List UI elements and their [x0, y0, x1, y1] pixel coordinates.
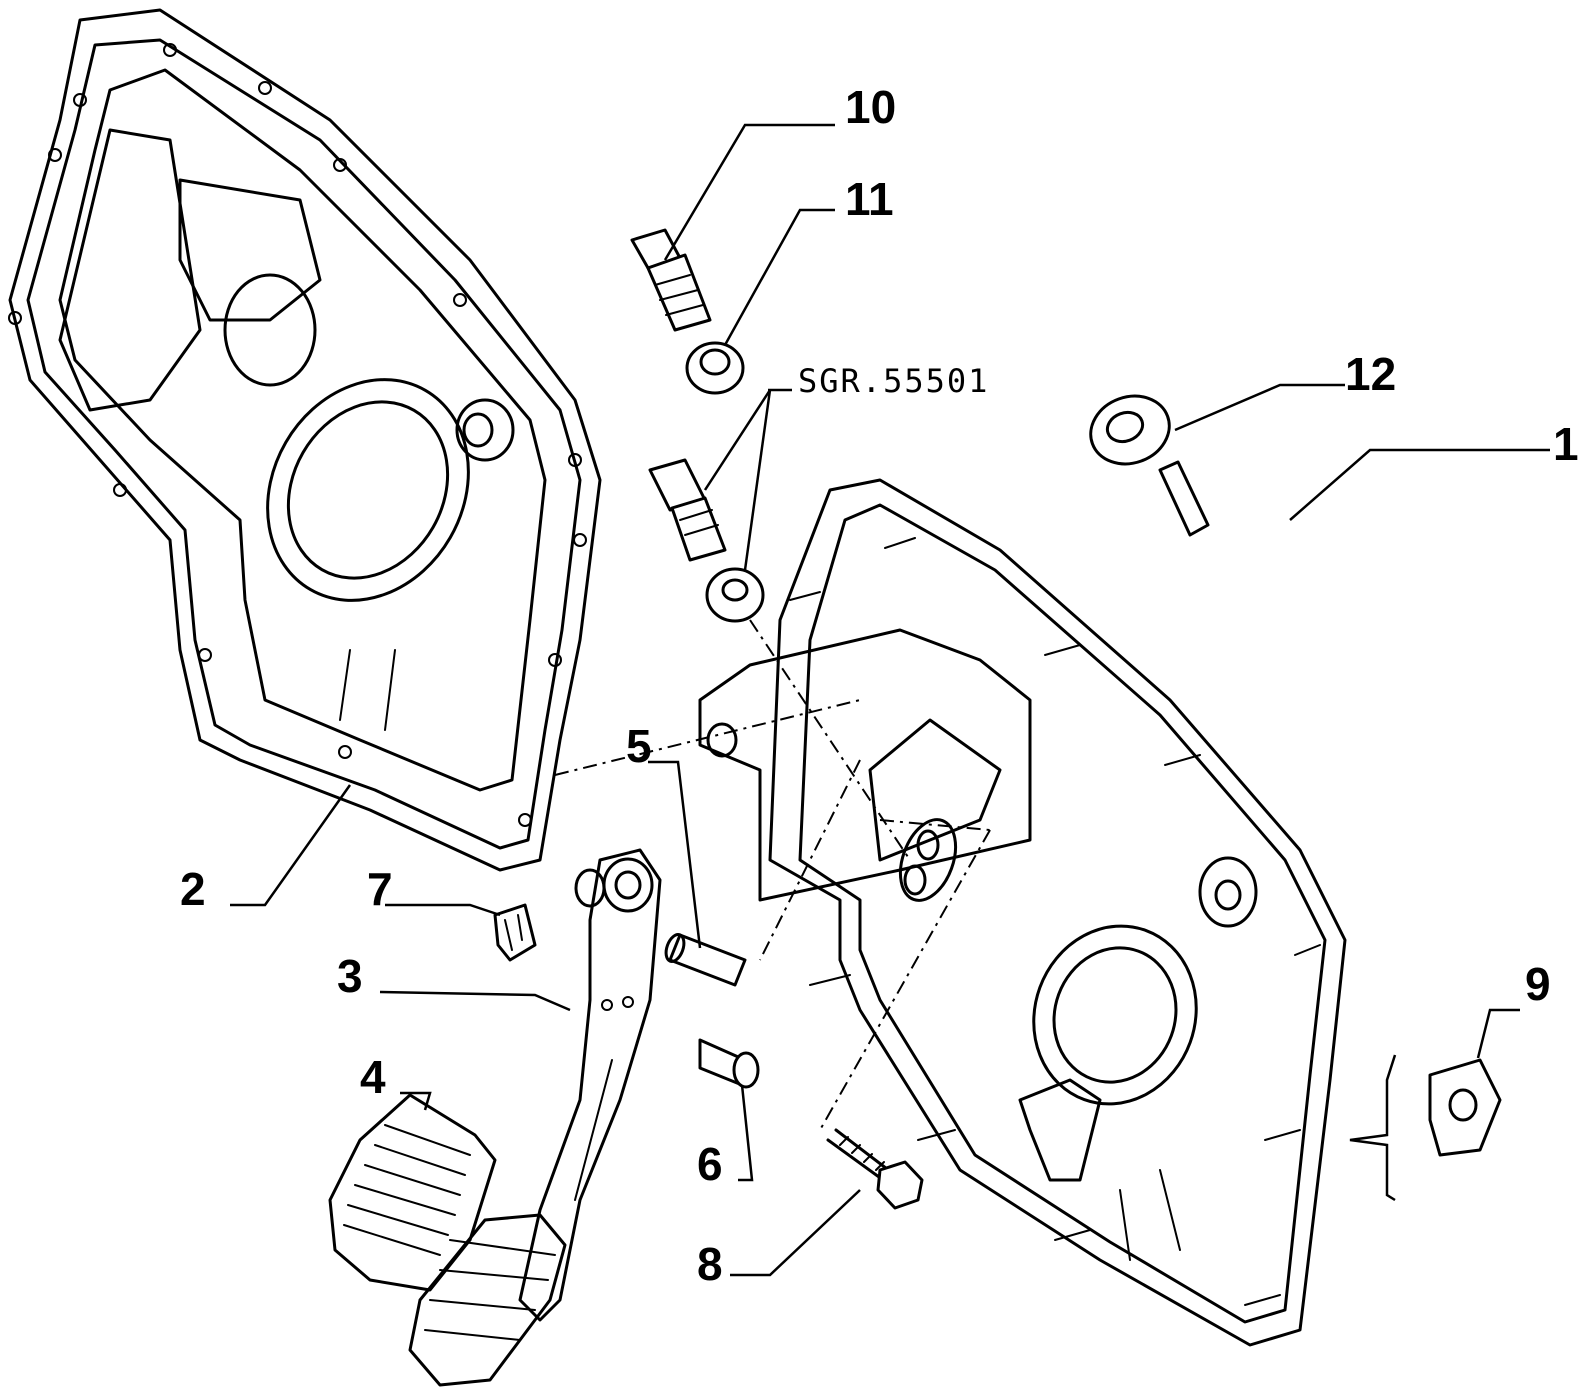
hex-bolt — [826, 1128, 924, 1210]
callout-3: 3 — [337, 950, 363, 1002]
pedal-pads — [328, 1093, 567, 1387]
callout-5: 5 — [626, 720, 652, 772]
cage-nut — [1349, 1054, 1502, 1202]
callout-4: 4 — [360, 1051, 386, 1103]
pedal-bracket — [698, 478, 1347, 1347]
stop-lamp-switch — [630, 228, 712, 332]
callout-2: 2 — [180, 863, 206, 915]
callout-8: 8 — [697, 1238, 723, 1290]
callout-6: 6 — [697, 1138, 723, 1190]
stop-pin — [698, 1038, 760, 1089]
switch-kit — [648, 458, 765, 623]
callout-labels: 1 2 3 4 5 6 7 8 9 10 11 12 SGR.55501 — [180, 81, 1579, 1290]
grommet — [685, 341, 745, 395]
callout-9: 9 — [1525, 958, 1551, 1010]
callout-7: 7 — [367, 863, 393, 915]
callout-1: 1 — [1553, 418, 1579, 470]
retaining-clip — [493, 903, 537, 962]
pedal-arm — [518, 848, 662, 1322]
callout-12: 12 — [1345, 348, 1396, 400]
callout-10: 10 — [845, 81, 896, 133]
reference-code: SGR.55501 — [798, 362, 989, 400]
callout-11: 11 — [845, 173, 894, 225]
cover-plate — [8, 8, 602, 872]
leader-lines — [230, 123, 1550, 1277]
assembly-lines — [554, 619, 991, 1131]
pivot-pin — [664, 933, 747, 987]
plug — [1089, 394, 1210, 537]
